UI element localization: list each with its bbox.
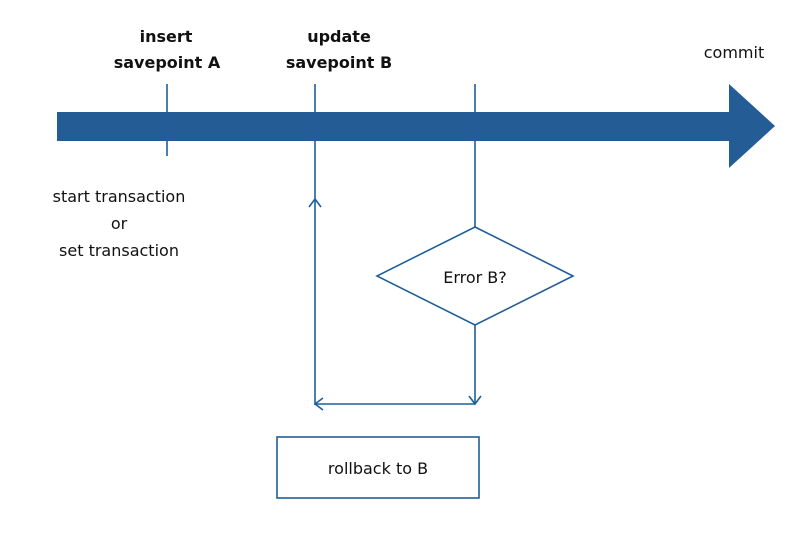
commit-label: commit — [704, 43, 764, 62]
start-transaction-label-line1: start transaction — [53, 187, 186, 206]
return-left-arrowhead — [313, 397, 324, 411]
rollback-label: rollback to B — [328, 459, 428, 478]
rollback-box — [276, 436, 480, 499]
timeline-shaft — [57, 112, 734, 141]
timeline-arrow — [57, 84, 775, 168]
update-label-line2: savepoint B — [286, 53, 392, 72]
return-up-arrowhead — [308, 197, 322, 208]
insert-label-line1: insert — [140, 27, 193, 46]
start-transaction-label-line2: or — [111, 214, 128, 233]
update-label-line1: update — [307, 27, 371, 46]
timeline-arrowhead — [729, 84, 775, 168]
error-b-label: Error B? — [443, 268, 507, 287]
insert-label-line2: savepoint A — [114, 53, 221, 72]
start-transaction-label-line3: set transaction — [59, 241, 179, 260]
